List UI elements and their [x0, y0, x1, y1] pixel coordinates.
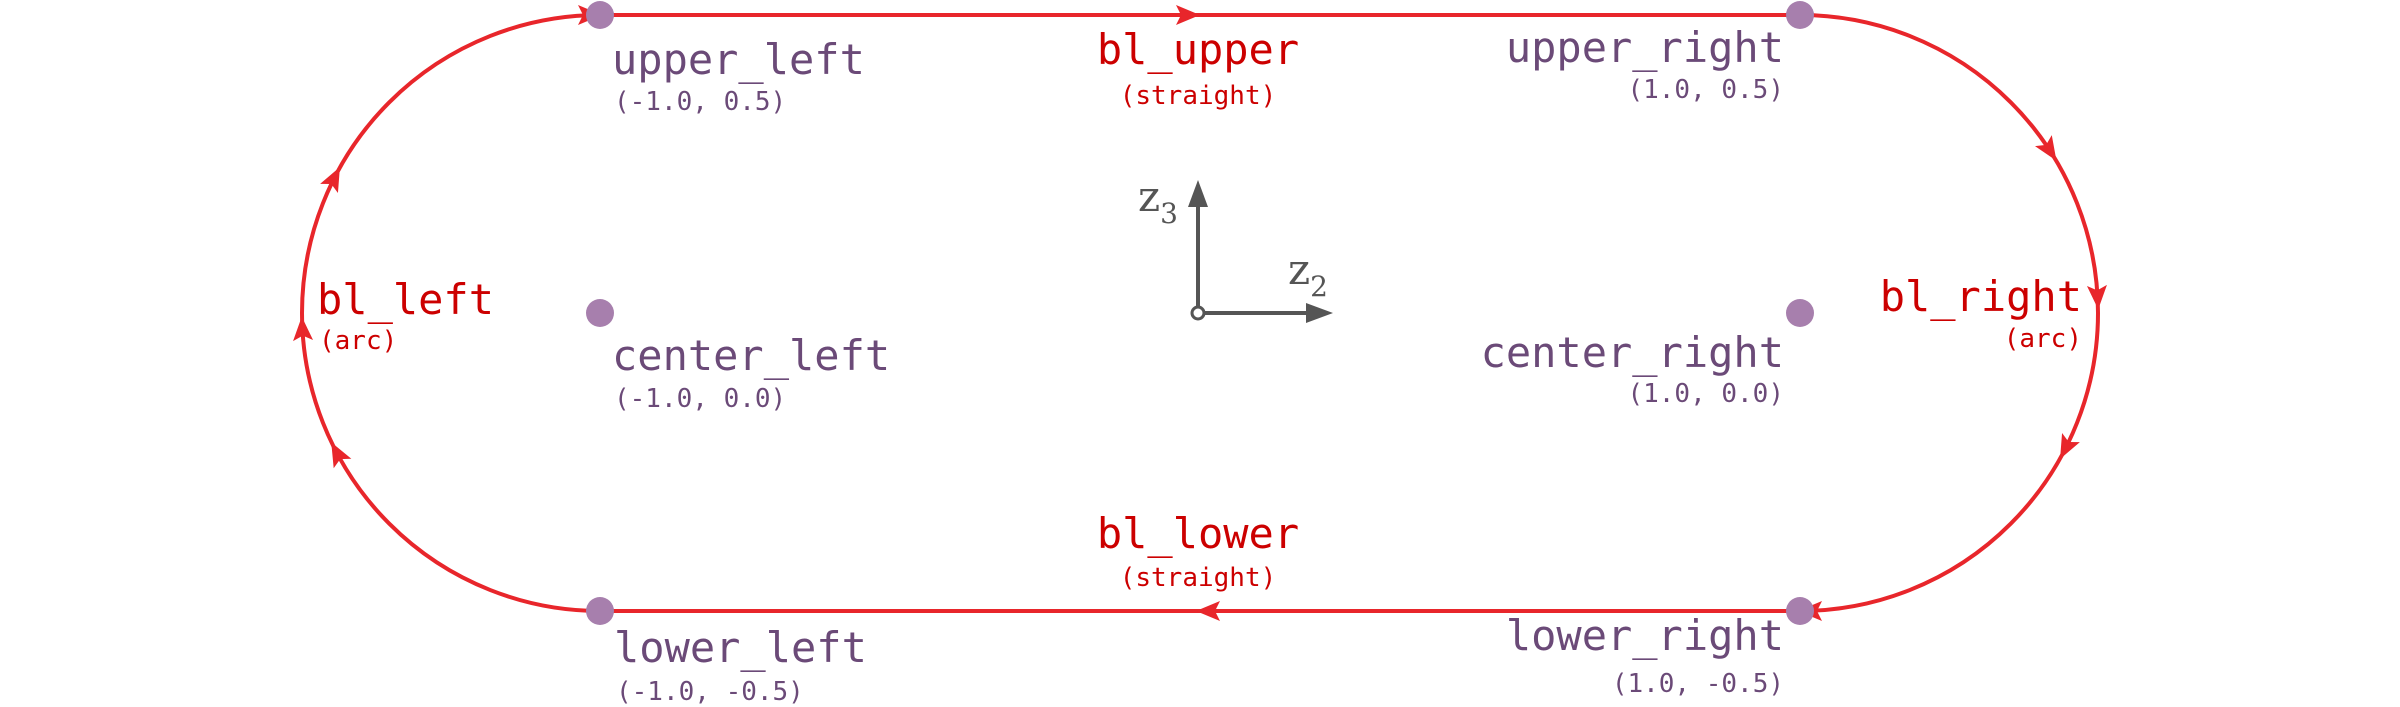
direction-arrow-right-1: [2086, 284, 2107, 310]
point-coords-center-right: (1.0, 0.0): [1627, 379, 1784, 409]
point-coords-center-left: (-1.0, 0.0): [614, 384, 786, 414]
direction-arrow-left-1: [293, 316, 314, 342]
point-label-lower-left: lower_left: [614, 623, 867, 672]
boundary-left-arc: [300, 13, 601, 613]
direction-arrow-upper: [1176, 5, 1200, 25]
direction-arrow-right-2: [2060, 433, 2080, 459]
point-label-lower-right: lower_right: [1506, 611, 1784, 660]
boundary-label-lower: bl_lower: [1097, 509, 1299, 558]
point-label-center-left: center_left: [612, 331, 890, 380]
boundary-kind-upper: (straight): [1120, 81, 1277, 111]
point-coords-upper-right: (1.0, 0.5): [1627, 75, 1784, 105]
direction-arrow-left-2: [320, 167, 340, 193]
point-dot-lower-left: [586, 597, 614, 625]
direction-arrow-right-0: [2035, 135, 2057, 161]
boundary-kind-right: (arc): [2004, 324, 2082, 354]
point-label-center-right: center_right: [1481, 328, 1784, 377]
boundary-label-right: bl_right: [1880, 272, 2082, 321]
point-dot-center-left: [586, 299, 614, 327]
point-dot-center-right: [1786, 299, 1814, 327]
direction-arrow-left-0: [331, 442, 352, 469]
axis-z2-arrowhead: [1306, 303, 1333, 323]
boundary-label-left: bl_left: [317, 275, 494, 324]
point-dot-upper-left: [586, 1, 614, 29]
boundary-label-upper: bl_upper: [1097, 25, 1299, 74]
point-coords-lower-left: (-1.0, -0.5): [616, 677, 804, 707]
point-dot-lower-right: [1786, 597, 1814, 625]
axis-z2-label: z2: [1288, 245, 1328, 303]
point-label-upper-left: upper_left: [612, 35, 865, 84]
point-coords-upper-left: (-1.0, 0.5): [614, 87, 786, 117]
boundary-kind-lower: (straight): [1120, 563, 1277, 593]
direction-arrow-lower: [1196, 601, 1220, 621]
point-dot-upper-right: [1786, 1, 1814, 29]
axis-origin: [1190, 305, 1206, 321]
boundary-right-arc: [1799, 13, 2100, 613]
boundary-kind-left: (arc): [319, 326, 397, 356]
axis-z3-label: z3: [1138, 172, 1178, 230]
axis-z3-arrowhead: [1188, 180, 1208, 207]
point-coords-lower-right: (1.0, -0.5): [1612, 669, 1784, 699]
point-label-upper-right: upper_right: [1506, 23, 1784, 72]
